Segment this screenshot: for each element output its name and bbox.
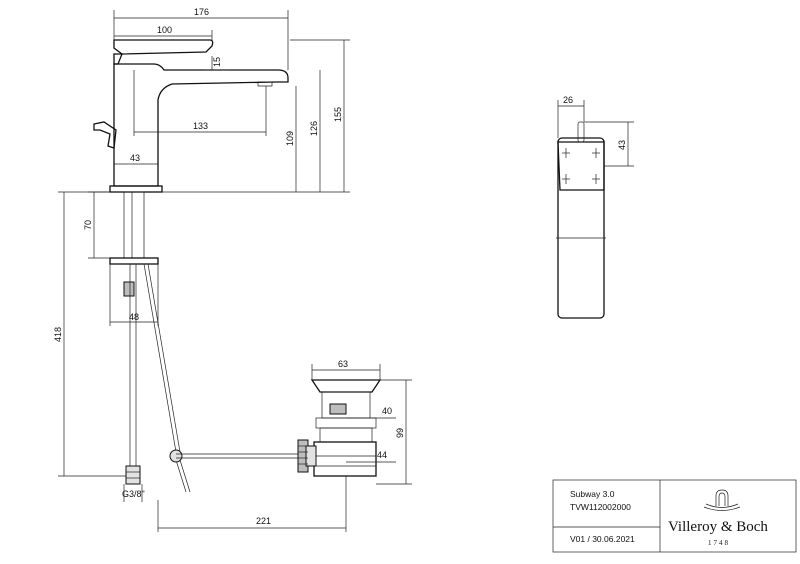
dim-hose-length: 418 (53, 327, 63, 342)
dim-side-lever: 43 (617, 140, 627, 150)
product-code: TVW112002000 (570, 502, 631, 512)
dim-thread: G3/8" (122, 489, 145, 499)
dim-overall-width: 176 (194, 7, 209, 17)
title-block: Subway 3.0 TVW112002000 V01 / 30.06.2021… (552, 479, 797, 553)
dim-spout-reach: 133 (193, 121, 208, 131)
dim-shank-length: 70 (83, 220, 93, 230)
dim-drain-width: 221 (256, 516, 271, 526)
dim-handle-thickness: 15 (212, 57, 222, 67)
dim-side-width: 26 (563, 95, 573, 105)
dim-handle-length: 100 (157, 25, 172, 35)
dim-drain-height: 99 (395, 428, 405, 438)
brand-year: 1748 (708, 539, 730, 547)
dim-total-height: 155 (333, 107, 343, 122)
dimension-lines (58, 10, 634, 532)
dim-drain-waste: 40 (382, 406, 392, 416)
dim-plug-diameter: 63 (338, 359, 348, 369)
dim-lever-height: 126 (309, 121, 319, 136)
dim-body-width: 43 (130, 153, 140, 163)
brand-logo-icon (703, 489, 741, 511)
dim-spout-height: 109 (285, 131, 295, 146)
dimension-labels: 176 100 15 133 43 109 126 155 70 48 418 … (53, 7, 627, 526)
dim-drain-outlet: 44 (377, 450, 387, 460)
dim-hole-diameter: 48 (129, 312, 139, 322)
faucet-side-view (556, 121, 606, 319)
product-name: Subway 3.0 (570, 489, 615, 499)
version-date: V01 / 30.06.2021 (570, 534, 635, 544)
brand-name: Villeroy & Boch (668, 519, 768, 535)
faucet-front-view (93, 39, 306, 493)
pop-up-waste (297, 379, 382, 477)
